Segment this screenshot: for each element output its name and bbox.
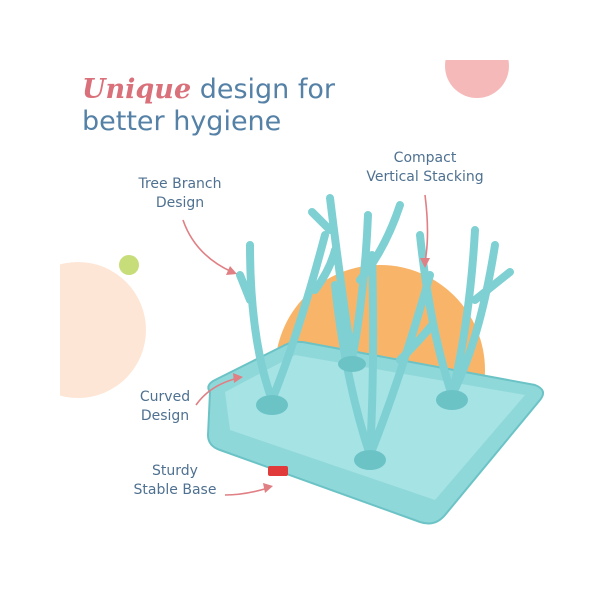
callout-tree-branch: Tree Branch Design: [120, 175, 240, 213]
brand-logo: [268, 466, 288, 476]
callout-line: Design: [140, 408, 190, 424]
callout-curved-design: Curved Design: [115, 388, 215, 426]
callout-arrows: [182, 194, 429, 496]
callout-compact-stacking: Compact Vertical Stacking: [365, 149, 485, 187]
headline: Unique design for better hygiene: [82, 74, 335, 138]
callout-line: Design: [155, 195, 205, 211]
callout-line: Curved: [139, 389, 191, 405]
callout-line: Vertical Stacking: [366, 169, 484, 185]
headline-accent: Unique: [82, 74, 192, 105]
callout-line: Sturdy: [152, 463, 198, 479]
drying-rack: [206, 194, 545, 525]
callout-line: Tree Branch: [138, 176, 222, 192]
callout-line: Stable Base: [133, 482, 217, 498]
callout-sturdy-base: Sturdy Stable Base: [125, 462, 225, 500]
green-decor-circle: [119, 255, 139, 275]
callout-line: Compact: [393, 150, 457, 166]
headline-line1: design for: [191, 74, 335, 105]
headline-line2: better hygiene: [82, 106, 282, 137]
